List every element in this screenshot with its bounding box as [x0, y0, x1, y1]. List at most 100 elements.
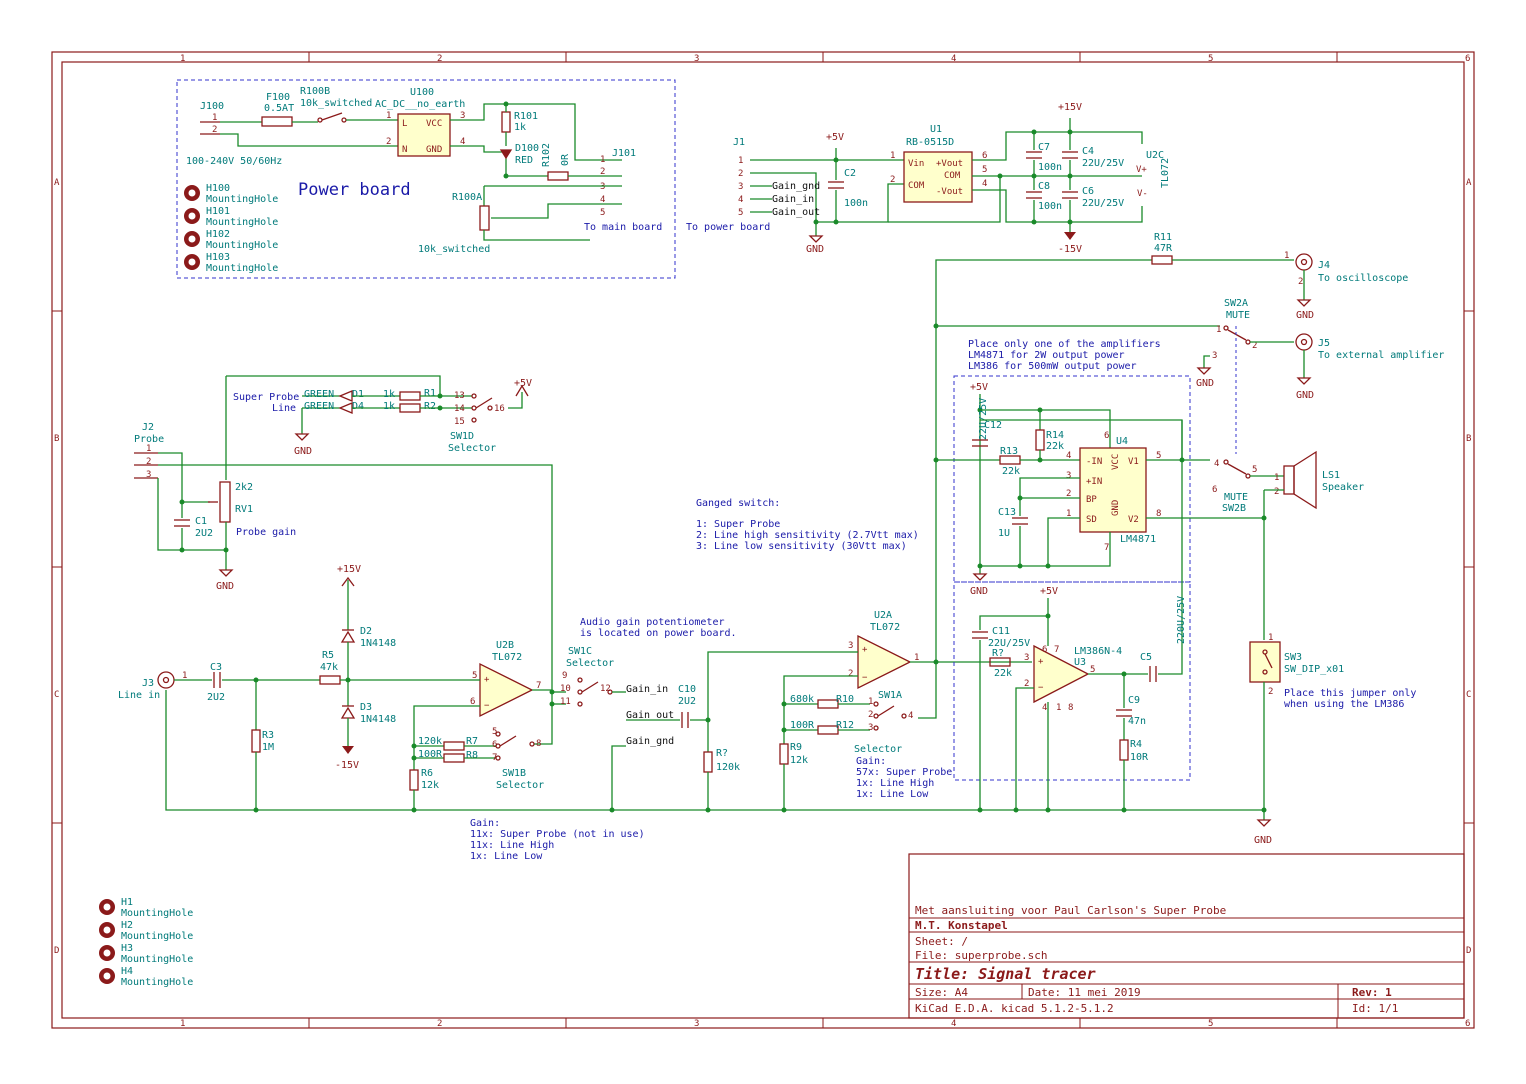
u4-val: LM4871 [1120, 534, 1156, 545]
gain2-note-2: 57x: Super Probe [856, 767, 952, 778]
psu-plus15v: +15V [1058, 102, 1082, 113]
fuse-f100 [261, 116, 293, 127]
r102-ref: R102 [541, 143, 552, 167]
r10-val: 680k [790, 694, 814, 705]
j2-val: Probe [134, 434, 164, 445]
j1-net-gain-gnd: Gain_gnd [772, 181, 820, 192]
gnd-symbol-icon [808, 235, 824, 243]
probe-section: Super Probe Line GREEN GREEN D1 D4 1k 1k… [134, 375, 553, 692]
r1 [399, 391, 421, 401]
amp-gnd-bottom: GND [1254, 835, 1272, 846]
c13-val: 1U [998, 528, 1010, 539]
d3-val: 1N4148 [360, 714, 396, 725]
row-label-b: B [54, 434, 59, 444]
svg-text:3: 3 [738, 182, 743, 192]
svg-text:1: 1 [600, 155, 605, 165]
sw3-dip-switch[interactable] [1249, 641, 1281, 683]
ls1-cone-icon [1293, 450, 1317, 510]
u1-block [903, 151, 973, 203]
psu-plus5v: +5V [826, 132, 844, 143]
rq-ref: R? [716, 748, 728, 759]
h3-ref: H3 [121, 943, 133, 954]
svg-text:3: 3 [848, 641, 853, 651]
h2-ref: H2 [121, 920, 133, 931]
tb-rev: Rev: 1 [1352, 986, 1392, 999]
r12-ref: R12 [836, 720, 854, 731]
svg-text:2: 2 [386, 137, 391, 147]
place-note-2: LM4871 for 2W output power [968, 350, 1125, 361]
d4-ref: D4 [352, 401, 364, 412]
place-note-1: Place only one of the amplifiers [968, 339, 1161, 350]
row-label-c: C [54, 690, 59, 700]
r2 [399, 403, 421, 413]
svg-text:1: 1 [738, 156, 743, 166]
u100-ref: U100 [410, 87, 434, 98]
r13 [999, 455, 1021, 465]
gain2-note-4: 1x: Line Low [856, 789, 929, 800]
gain2-note-3: 1x: Line High [856, 778, 934, 789]
svg-text:4: 4 [460, 137, 465, 147]
c9-val: 47n [1128, 716, 1146, 727]
u2b-ref: U2B [496, 640, 514, 651]
r7-ref: R7 [466, 736, 478, 747]
sw1d-ref: SW1D [450, 431, 474, 442]
svg-text:6: 6 [470, 697, 475, 707]
svg-text:10: 10 [560, 684, 571, 694]
sw3-ref: SW3 [1284, 652, 1302, 663]
ganged-note-1: Ganged switch: [696, 498, 780, 509]
probe-gnd-top: GND [294, 446, 312, 457]
svg-text:5: 5 [472, 671, 477, 681]
svg-text:5: 5 [1156, 451, 1161, 461]
col-label-5: 5 [1208, 54, 1213, 64]
d1-ref: D1 [352, 389, 364, 400]
tb-date: Date: 11 mei 2019 [1028, 986, 1141, 999]
c3-val: 2U2 [207, 692, 225, 703]
sw2a-val: MUTE [1226, 310, 1250, 321]
rq-val: 120k [716, 762, 740, 773]
sw1a-val: Selector [854, 744, 902, 755]
svg-text:7: 7 [1104, 543, 1109, 553]
r12-val: 100R [790, 720, 815, 731]
svg-text:2: 2 [1268, 687, 1273, 697]
svg-text:1: 1 [1268, 633, 1273, 643]
d1-val: GREEN [304, 389, 334, 400]
sw3-note-2: when using the LM386 [1284, 699, 1404, 710]
d1-diode-icon [338, 390, 353, 402]
svg-text:7: 7 [1054, 645, 1059, 655]
svg-text:5: 5 [1090, 665, 1095, 675]
u1-val: RB-0515D [906, 137, 954, 148]
u100-block [397, 113, 451, 157]
r7-val: 120k [418, 736, 442, 747]
c5-val: 220U/25V [1176, 596, 1187, 644]
net-gain-out: Gain_out [626, 710, 674, 721]
ganged-note-2: 1: Super Probe [696, 519, 780, 530]
r3 [251, 729, 261, 753]
d4-diode-icon [338, 402, 353, 414]
svg-text:3: 3 [600, 182, 605, 192]
r8 [443, 753, 465, 763]
svg-text:6: 6 [1104, 431, 1109, 441]
r2-val: 1k [383, 401, 395, 412]
r102-val: 0R [560, 153, 571, 166]
amp-gnd-mid: GND [970, 586, 988, 597]
mains-label: 100-240V 50/60Hz [186, 156, 282, 167]
r10-ref: R10 [836, 694, 854, 705]
svg-text:1: 1 [1284, 251, 1289, 261]
row-label-a-right: A [1466, 178, 1472, 188]
svg-text:2: 2 [1298, 277, 1303, 287]
svg-text:2: 2 [868, 710, 873, 720]
j5-ref: J5 [1318, 338, 1330, 349]
svg-text:2: 2 [146, 457, 151, 467]
sw1c-ref: SW1C [568, 646, 592, 657]
u100-pin-vcc: VCC [426, 119, 442, 129]
second-stage-section: C10 2U2 R? 120k +− 321 U2A TL072 680k 10… [678, 498, 992, 813]
bottom-holes: H1 MountingHole H2 MountingHole H3 Mount… [99, 897, 193, 988]
psu-gnd: GND [806, 244, 824, 255]
r4-ref: R4 [1130, 739, 1142, 750]
svg-text:8: 8 [1068, 703, 1073, 713]
sw1b-val: Selector [496, 780, 544, 791]
r1-val: 1k [383, 389, 395, 400]
r9-val: 12k [790, 755, 808, 766]
svg-text:13: 13 [454, 391, 465, 401]
svg-text:12: 12 [600, 684, 611, 694]
